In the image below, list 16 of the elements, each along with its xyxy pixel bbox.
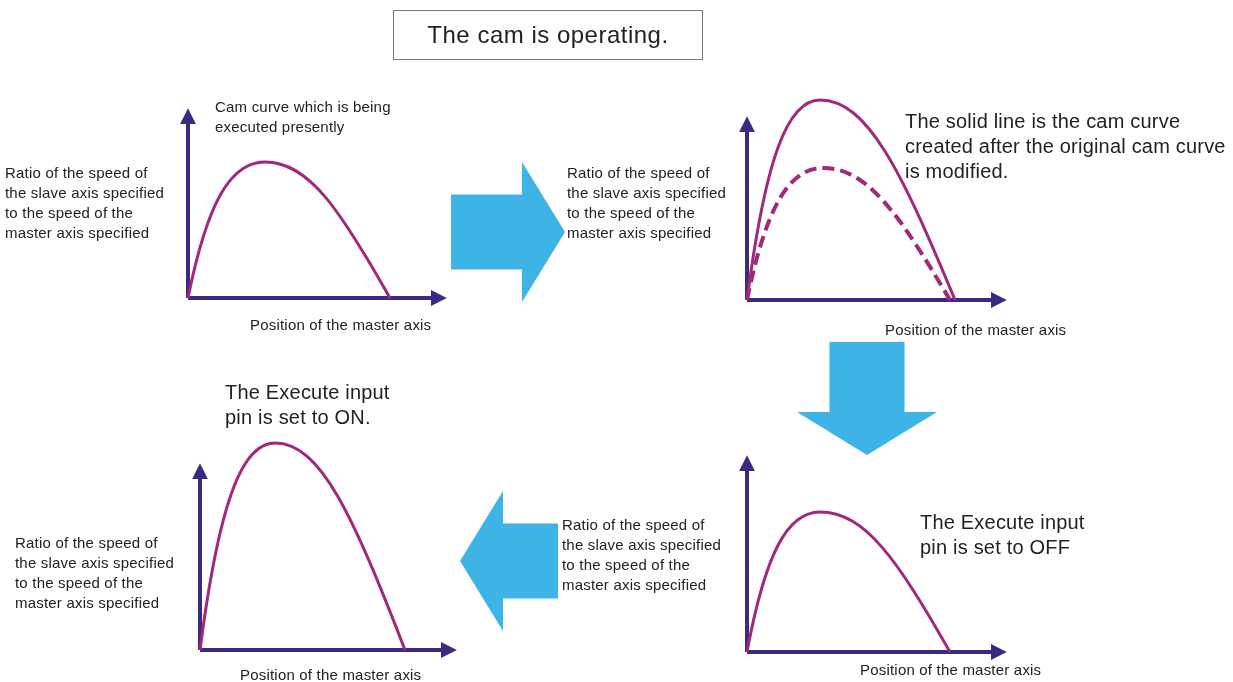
y-axis-label: Ratio of the speed of the slave axis specified to the speed of the master axis specified bbox=[5, 163, 166, 243]
y-axis-label: Ratio of the speed of the slave axis specified to the speed of the master axis specified bbox=[15, 533, 176, 613]
block-arrow bbox=[460, 491, 558, 631]
note-text: The Execute input pin is set to OFF bbox=[920, 510, 1086, 560]
heading-box: The cam is operating. bbox=[393, 10, 703, 60]
block-arrow bbox=[451, 162, 565, 302]
x-axis-label: Position of the master axis bbox=[240, 665, 423, 682]
x-axis-label: Position of the master axis bbox=[860, 660, 1043, 680]
note-text: The solid line is the cam curve created after the original cam curve is modified. bbox=[905, 109, 1227, 184]
y-axis-label: Ratio of the speed of the slave axis specified to the speed of the master axis specified bbox=[567, 163, 728, 243]
block-arrow bbox=[797, 342, 937, 455]
note-text: Cam curve which is being executed presently bbox=[215, 97, 392, 137]
y-axis-label: Ratio of the speed of the slave axis specified to the speed of the master axis specified bbox=[562, 515, 723, 595]
x-axis-label: Position of the master axis bbox=[885, 320, 1068, 340]
note-text: The Execute input pin is set to ON. bbox=[225, 380, 391, 430]
x-axis-label: Position of the master axis bbox=[250, 315, 433, 335]
